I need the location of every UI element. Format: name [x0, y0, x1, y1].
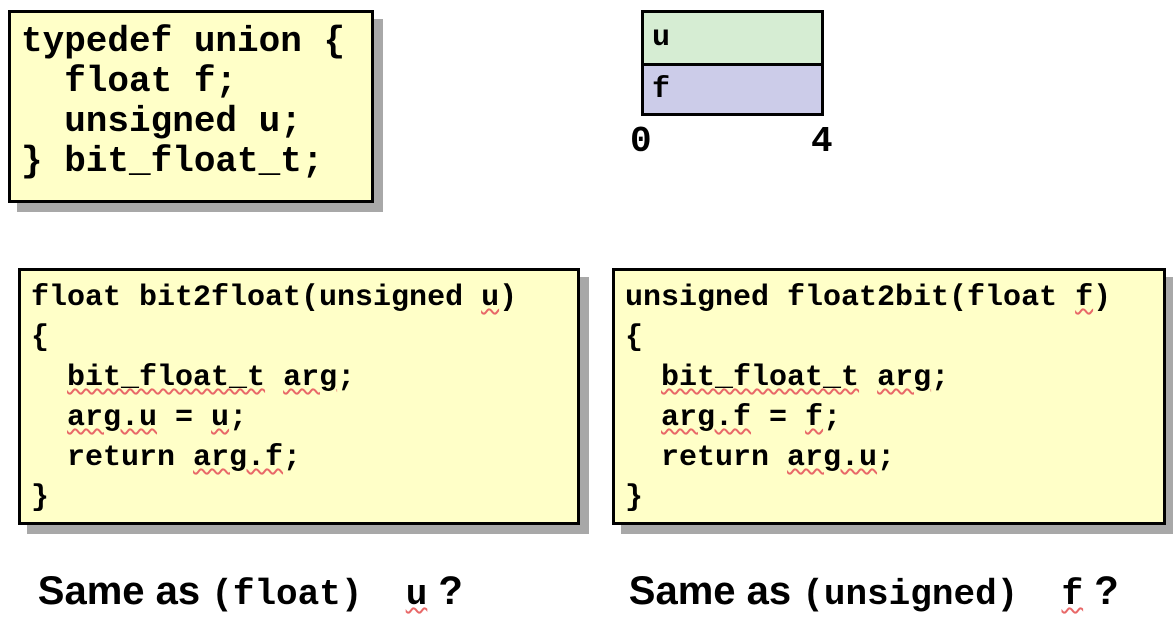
caption-variable: u [405, 574, 428, 615]
code-text: ) [499, 281, 518, 315]
misspelled-token: u [481, 281, 500, 315]
code-text: ; [229, 401, 248, 435]
typedef-union-code-box: typedef union { float f; unsigned u;} bi… [8, 10, 374, 203]
code-text: ; [337, 361, 356, 395]
misspelled-token: arg [283, 361, 338, 395]
code-line: } [31, 478, 577, 518]
misspelled-token: arg.u [67, 401, 158, 435]
code-line: float bit2float(unsigned u) [31, 278, 577, 318]
code-text [265, 361, 283, 395]
memory-offset-start: 0 [630, 121, 652, 162]
misspelled-token: f [805, 401, 824, 435]
misspelled-token: arg.f [193, 441, 284, 475]
code-text: = [157, 401, 212, 435]
code-text: ; [823, 401, 842, 435]
code-line: unsigned u; [21, 102, 371, 142]
code-text [31, 361, 67, 395]
code-line: arg.f = f; [625, 398, 1163, 438]
memory-offset-end: 4 [811, 121, 833, 162]
memory-row-u: u [644, 13, 821, 63]
misspelled-token: f [1075, 281, 1094, 315]
code-text: unsigned u; [21, 101, 302, 142]
code-line: return arg.f; [31, 438, 577, 478]
misspelled-token: arg.u [787, 441, 878, 475]
code-text: ; [877, 441, 896, 475]
code-line: { [625, 318, 1163, 358]
code-text [625, 361, 661, 395]
code-line: } [625, 478, 1163, 518]
code-line: typedef union { [21, 22, 371, 62]
code-text [625, 401, 661, 435]
code-line: unsigned float2bit(float f) [625, 278, 1163, 318]
code-line: } bit_float_t; [21, 142, 371, 182]
memory-row-f-label: f [652, 72, 671, 107]
union-memory-diagram: u f [641, 10, 824, 116]
caption-cast-code: (float) [211, 574, 406, 615]
code-line: bit_float_t arg; [625, 358, 1163, 398]
code-text [31, 401, 67, 435]
code-text: } bit_float_t; [21, 141, 324, 182]
memory-row-u-label: u [652, 21, 671, 55]
code-text: } [31, 481, 50, 515]
code-line: { [31, 318, 577, 358]
caption-suffix: ? [1083, 569, 1119, 613]
caption-suffix: ? [427, 569, 463, 613]
code-text: return [625, 441, 788, 475]
code-text: ; [283, 441, 302, 475]
code-text: ) [1093, 281, 1112, 315]
code-line: bit_float_t arg; [31, 358, 577, 398]
misspelled-token: bit_float_t [67, 361, 266, 395]
code-text: = [751, 401, 806, 435]
caption-prefix: Same as [628, 569, 803, 613]
code-text: return [31, 441, 194, 475]
caption-cast-code: (unsigned) [802, 574, 1062, 615]
code-line: arg.u = u; [31, 398, 577, 438]
float2bit-code-box: unsigned float2bit(float f){ bit_float_t… [612, 268, 1166, 525]
memory-row-f: f [644, 63, 821, 113]
code-line: return arg.u; [625, 438, 1163, 478]
code-text: unsigned float2bit(float [625, 281, 1076, 315]
misspelled-token: arg [877, 361, 932, 395]
misspelled-token: u [211, 401, 230, 435]
code-text [859, 361, 877, 395]
misspelled-token: bit_float_t [661, 361, 860, 395]
misspelled-token: arg.f [661, 401, 752, 435]
caption-same-as-float-u: Same as (float) u ? [20, 549, 463, 618]
code-text: typedef union { [21, 21, 346, 62]
bit2float-code-box: float bit2float(unsigned u){ bit_float_t… [18, 268, 580, 525]
caption-prefix: Same as [37, 569, 212, 613]
caption-variable: f [1061, 574, 1084, 615]
code-line: float f; [21, 62, 371, 102]
caption-same-as-unsigned-f: Same as (unsigned) f ? [611, 549, 1119, 618]
code-text: ; [931, 361, 950, 395]
code-text: float bit2float(unsigned [31, 281, 482, 315]
code-text: { [31, 321, 50, 355]
code-text: { [625, 321, 644, 355]
code-text: float f; [21, 61, 238, 102]
code-text: } [625, 481, 644, 515]
